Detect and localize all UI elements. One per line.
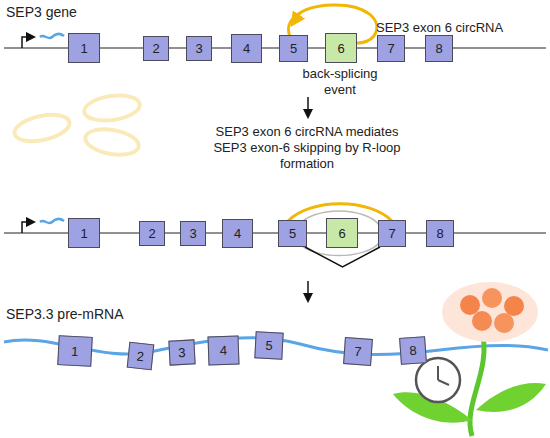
exon-number: 4: [243, 41, 250, 56]
exon-number: 4: [234, 226, 241, 241]
annotation-label: SEP3.3 pre-mRNA: [6, 306, 123, 322]
floret: [494, 313, 514, 333]
exon-box: 4: [231, 34, 262, 63]
annotation-label: SEP3 exon 6 circRNA: [376, 20, 503, 36]
exon-box: 4: [222, 219, 253, 248]
circrna-arrow: [294, 13, 300, 22]
faded-circrna: [12, 110, 72, 145]
exon-box: 5: [279, 35, 308, 62]
leaf: [476, 383, 546, 412]
exon-number: 7: [388, 226, 395, 241]
faded-circrna: [83, 92, 142, 124]
exon-number: 5: [290, 41, 297, 56]
clock-hand: [438, 380, 449, 385]
exon-box: 1: [68, 218, 100, 248]
exon-number: 5: [265, 338, 273, 353]
exon-box: 5: [254, 331, 283, 359]
exon-number: 1: [71, 343, 79, 358]
clock-face: [416, 358, 460, 402]
exon-box: 8: [426, 220, 454, 247]
exon-box: 2: [143, 36, 169, 61]
exon-number: 2: [152, 41, 159, 56]
flower-stem: [470, 330, 484, 436]
annotation-label: SEP3 exon 6 circRNA mediates SEP3 exon-6…: [212, 124, 402, 172]
faded-circrna: [83, 125, 140, 158]
exon-box: 2: [139, 221, 165, 246]
exon-box: 7: [343, 337, 373, 366]
exon-number: 2: [148, 226, 155, 241]
exon-box: 4: [208, 335, 240, 365]
splice-junction: [305, 247, 380, 267]
promoter-arrow: [22, 37, 34, 48]
floret: [472, 311, 492, 331]
floret: [460, 295, 480, 315]
petals: [442, 282, 538, 342]
step-arrow: [307, 281, 309, 301]
exon-box: 3: [186, 36, 212, 61]
exon-box: 1: [57, 335, 93, 367]
flower-head: [442, 282, 538, 342]
exon-number: 1: [80, 41, 87, 56]
exon-box: 8: [425, 35, 453, 62]
annotation-label: SEP3 gene: [6, 4, 77, 20]
exon-box: 6: [325, 33, 357, 63]
exon-number: 7: [354, 344, 362, 359]
exon-number: 8: [409, 343, 417, 358]
floret: [482, 288, 502, 308]
clock-hand: [437, 366, 439, 380]
exon-box: 8: [399, 336, 427, 365]
step-arrow: [307, 97, 309, 117]
exon-number: 6: [337, 41, 344, 56]
exon-box: 6: [326, 218, 358, 248]
exon-number: 8: [435, 41, 442, 56]
exon-number: 1: [80, 226, 87, 241]
exon-number: 4: [220, 343, 228, 358]
exon-number: 3: [189, 226, 196, 241]
exon-box: 5: [278, 220, 307, 247]
exon-box: 1: [68, 33, 100, 63]
exon-number: 3: [178, 345, 186, 360]
exon-number: 7: [387, 41, 394, 56]
exon-number: 2: [136, 348, 145, 364]
exon-box: 2: [127, 342, 155, 370]
exon-box: 7: [378, 220, 406, 247]
exon-number: 3: [195, 41, 202, 56]
transcript-squiggle: [40, 34, 64, 38]
promoter-arrow: [22, 222, 34, 233]
clock-symbol: [416, 358, 460, 402]
annotation-label: back-splicing event: [295, 66, 385, 98]
floret: [504, 296, 524, 316]
exon-box: 7: [377, 35, 405, 62]
transcript-squiggle: [40, 219, 64, 223]
exon-box: 3: [180, 221, 206, 246]
exon-number: 5: [289, 226, 296, 241]
exon-box: 3: [168, 339, 195, 365]
exon-number: 6: [338, 226, 345, 241]
exon-number: 8: [436, 226, 443, 241]
edge-layer: [305, 247, 380, 267]
